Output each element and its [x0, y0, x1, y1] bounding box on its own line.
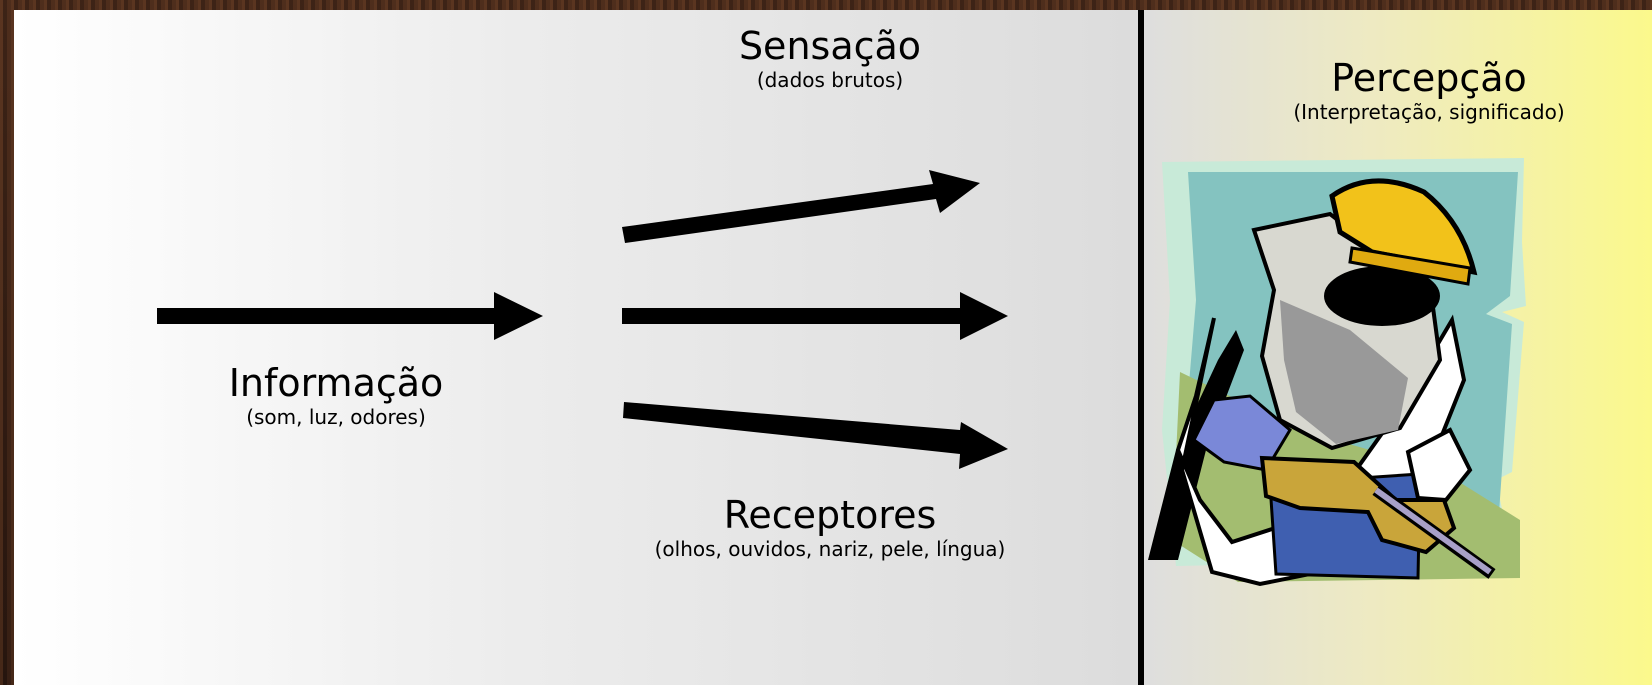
- informacao-group: Informação (som, luz, odores): [196, 361, 476, 429]
- sensacao-subtitle: (dados brutos): [756, 68, 904, 92]
- informacao-title: Informação: [228, 361, 444, 405]
- percepcao-title: Percepção: [1331, 56, 1527, 100]
- sensacao-title: Sensação: [738, 24, 922, 68]
- arrow-right-icon: [622, 292, 1008, 340]
- arrow-down-right-icon: [623, 402, 1008, 469]
- arrow-right-icon: [157, 292, 543, 340]
- welder-clipart: [1148, 158, 1526, 587]
- panel-divider: [1138, 10, 1144, 685]
- percepcao-group: Percepção (Interpretação, significado): [1244, 56, 1614, 124]
- sensacao-group: Sensação (dados brutos): [690, 24, 970, 92]
- left-panel: [14, 10, 1138, 685]
- receptores-title: Receptores: [723, 493, 937, 537]
- informacao-subtitle: (som, luz, odores): [246, 405, 426, 429]
- percepcao-subtitle: (Interpretação, significado): [1293, 100, 1565, 124]
- receptores-subtitle: (olhos, ouvidos, nariz, pele, língua): [654, 537, 1006, 561]
- receptores-group: Receptores (olhos, ouvidos, nariz, pele,…: [620, 493, 1040, 561]
- arrow-up-right-icon: [622, 170, 980, 243]
